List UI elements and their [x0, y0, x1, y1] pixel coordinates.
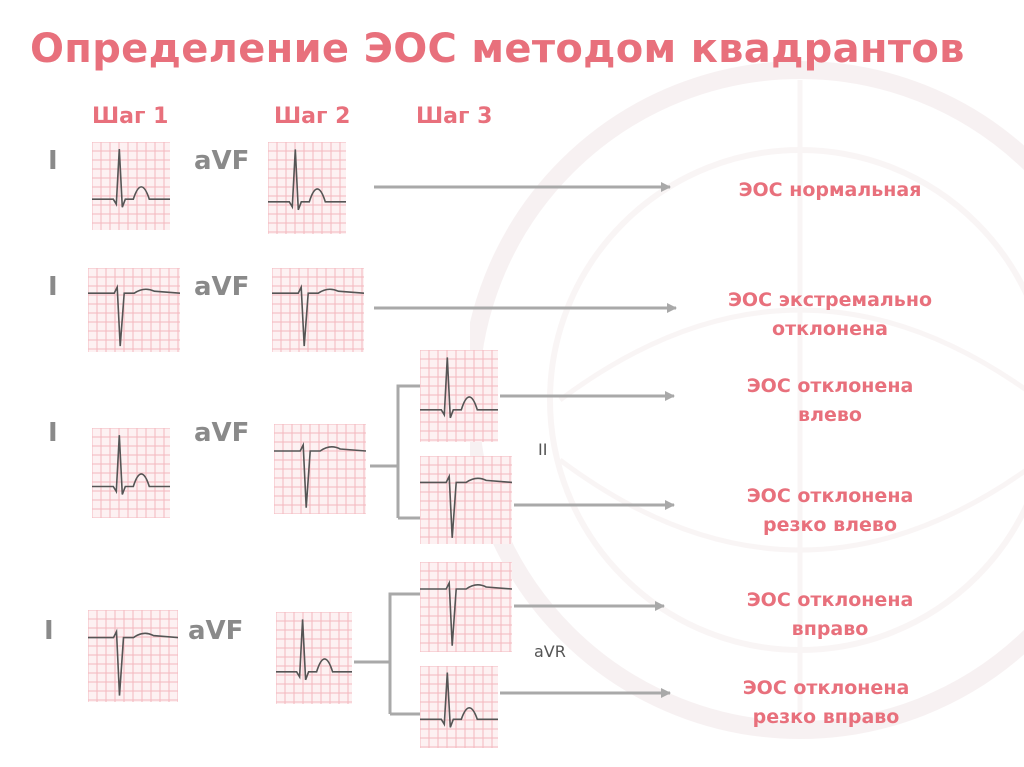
- ecg-trace: [88, 628, 178, 696]
- ecg-row3-lead-II-upper: [420, 350, 498, 442]
- result-extreme-line2: отклонена: [772, 318, 888, 341]
- result-sharp-right: ЭОС отклонена резко вправо: [676, 674, 976, 733]
- ecg-trace: [276, 619, 352, 681]
- page-title: Определение ЭОС методом квадрантов: [30, 26, 965, 72]
- lead-II-label: II: [538, 440, 548, 459]
- ecg-row1-lead-I: [92, 142, 170, 230]
- ecg-trace: [420, 357, 498, 419]
- ecg-trace: [272, 284, 364, 347]
- result-sharp-right-line1: ЭОС отклонена: [742, 677, 910, 699]
- lead-I-row3: I: [48, 418, 58, 448]
- lead-aVF-row4: aVF: [188, 616, 244, 646]
- ecg-row4-lead-aVR-lower: [420, 666, 498, 748]
- ecg-trace: [88, 284, 180, 347]
- branch-row3: [370, 384, 420, 468]
- ecg-trace: [92, 435, 170, 495]
- result-sharp-right-line2: резко вправо: [752, 706, 900, 729]
- ecg-row3-lead-I: [92, 428, 170, 518]
- result-normal-line1: ЭОС нормальная: [738, 179, 922, 201]
- result-right-line1: ЭОС отклонена: [746, 589, 914, 611]
- lead-I-row4: I: [44, 616, 54, 646]
- result-right-line2: вправо: [791, 618, 869, 641]
- result-extreme-line1: ЭОС экстремально: [727, 289, 933, 311]
- ecg-row3-lead-II-lower: [420, 456, 512, 544]
- lead-aVF-row2: aVF: [194, 272, 250, 302]
- result-right: ЭОС отклонена вправо: [690, 586, 970, 645]
- ecg-row4-lead-aVR-upper: [420, 562, 512, 652]
- lead-aVF-row1: aVF: [194, 146, 250, 176]
- result-left: ЭОС отклонена влево: [690, 372, 970, 431]
- result-extreme: ЭОС экстремально отклонена: [690, 286, 970, 345]
- ecg-row4-lead-aVF: [276, 612, 352, 704]
- result-sharp-left: ЭОС отклонена резко влево: [690, 482, 970, 541]
- ecg-row1-lead-aVF: [268, 142, 346, 234]
- ecg-row2-lead-I: [88, 268, 180, 352]
- ecg-trace: [420, 579, 512, 646]
- branch-row4: [354, 592, 420, 664]
- step-3-label: Шаг 3: [416, 104, 493, 129]
- ecg-row4-lead-I: [88, 610, 178, 702]
- step-2-label: Шаг 2: [274, 104, 351, 129]
- result-sharp-left-line2: резко влево: [763, 514, 897, 537]
- result-left-line2: влево: [798, 404, 862, 427]
- ecg-row2-lead-aVF: [272, 268, 364, 352]
- ecg-trace: [420, 672, 498, 728]
- step-1-label: Шаг 1: [92, 104, 169, 129]
- lead-aVF-row3: aVF: [194, 418, 250, 448]
- ecg-row3-lead-aVF: [274, 424, 366, 514]
- lead-I-row2: I: [48, 272, 58, 302]
- result-left-line1: ЭОС отклонена: [746, 375, 914, 397]
- lead-I-row1: I: [48, 146, 58, 176]
- lead-aVR-label: aVR: [534, 642, 566, 661]
- result-normal: ЭОС нормальная: [700, 176, 960, 205]
- ecg-trace: [420, 473, 512, 538]
- ecg-trace: [274, 441, 366, 508]
- ecg-trace: [92, 148, 170, 208]
- ecg-trace: [268, 149, 346, 211]
- result-sharp-left-line1: ЭОС отклонена: [746, 485, 914, 507]
